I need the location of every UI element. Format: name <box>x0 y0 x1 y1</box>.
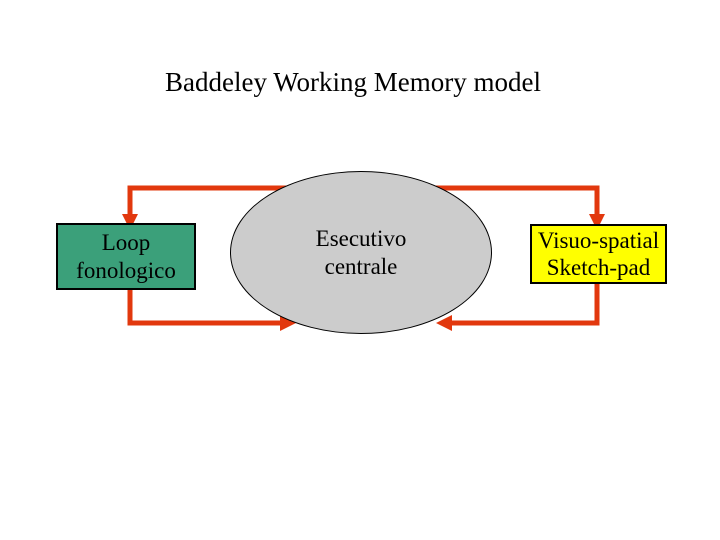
visuospatial-sketchpad-label-line2: Sketch-pad <box>546 255 651 280</box>
node-central-executive: Esecutivo centrale <box>230 171 492 334</box>
central-executive-label-line1: Esecutivo <box>315 226 407 252</box>
node-phonological-loop: Loop fonologico <box>56 223 196 290</box>
central-executive-label-line2: centrale <box>324 253 398 279</box>
phonological-loop-label-line1: Loop <box>101 230 151 256</box>
visuospatial-sketchpad-label-line1: Visuo-spatial <box>537 227 660 253</box>
slide-title: Baddeley Working Memory model <box>164 67 541 97</box>
phonological-loop-label-line2: fonologico <box>76 257 176 283</box>
node-visuospatial-sketchpad: Visuo-spatial Sketch-pad <box>530 224 667 284</box>
